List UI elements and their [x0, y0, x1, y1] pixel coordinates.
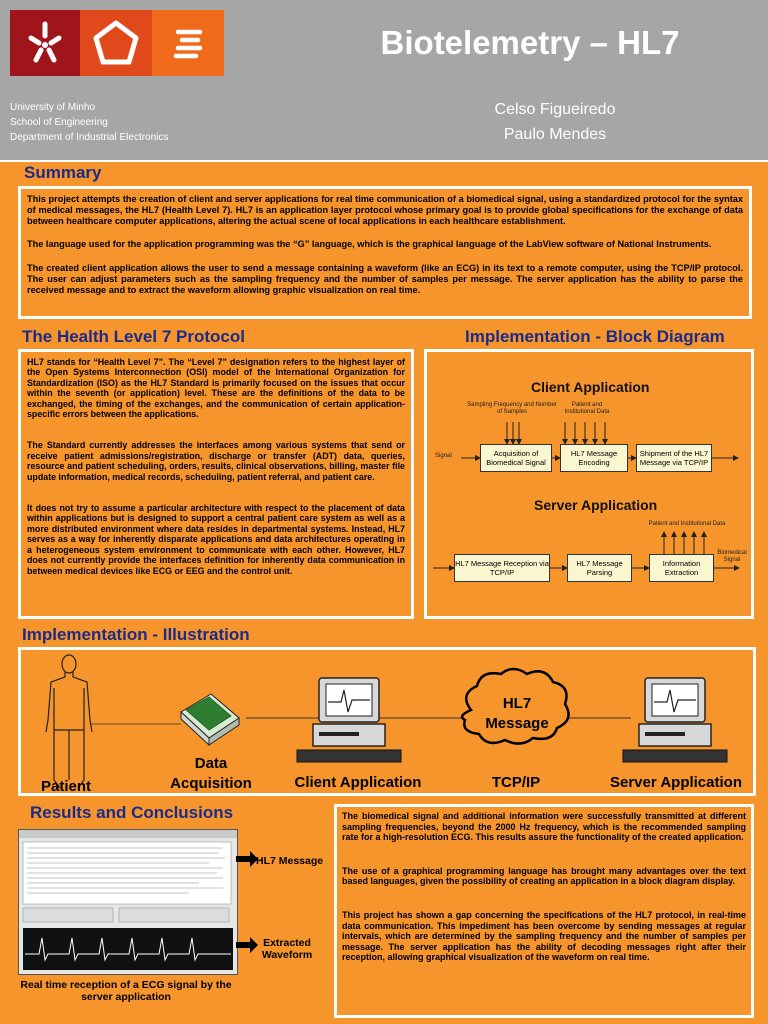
block-diagram-arrows: [433, 422, 740, 571]
cloud-text: HL7 Message: [485, 695, 549, 732]
results-paragraph: This project has shown a gap concerning …: [342, 909, 746, 963]
summary-paragraph: This project attempts the creation of cl…: [27, 194, 743, 226]
patient-figure-icon: [45, 654, 93, 789]
poster-title: Biotelemetry – HL7: [380, 24, 680, 61]
hl7-paragraph: The Standard currently addresses the int…: [27, 440, 405, 482]
affiliation-department: Department of Industrial Electronics: [10, 132, 169, 143]
results-box: The biomedical signal and additional inf…: [334, 804, 754, 1018]
results-text: The biomedical signal and additional inf…: [342, 811, 746, 963]
label-server-application: Server Application: [610, 774, 742, 791]
extracted-waveform-label: Extracted Waveform: [261, 937, 313, 961]
author-2: Paulo Mendes: [503, 126, 607, 143]
summary-title: Summary: [24, 163, 102, 182]
university-logo-icon: [10, 10, 80, 76]
hl7-section-title: The Health Level 7 Protocol: [22, 327, 245, 346]
label-data-acquisition: Data Acquisition: [170, 755, 252, 792]
labview-screenshot: [18, 829, 238, 975]
poster-header: Biotelemetry – HL7 University of Minho S…: [0, 0, 768, 162]
label-tcpip: TCP/IP: [491, 774, 541, 791]
hl7-paragraph: It does not try to assume a particular a…: [27, 503, 405, 576]
engineering-logo-icon: [80, 10, 152, 76]
affiliation-school: School of Engineering: [10, 117, 108, 128]
block-diagram-title: Implementation - Block Diagram: [465, 327, 725, 346]
server-application-heading: Server Application: [534, 497, 658, 513]
illustration-title: Implementation - Illustration: [22, 625, 250, 644]
illustration-box: HL7 Message Patient Data Acquisition Cli…: [18, 647, 756, 796]
hl7-text: HL7 stands for “Health Level 7”. The “Le…: [27, 357, 405, 576]
signal-label: Signal: [435, 453, 452, 459]
affiliation-university: University of Minho: [10, 102, 96, 113]
hl7-paragraph: HL7 stands for “Health Level 7”. The “Le…: [27, 357, 405, 420]
labview-screenshot-graphic: [19, 830, 237, 970]
sampling-label: Sampling Frequency and Number of Samples: [467, 402, 557, 415]
summary-text: This project attempts the creation of cl…: [27, 194, 743, 296]
hl7-message-label: HL7 Message: [256, 855, 324, 867]
daq-device-icon: [180, 693, 240, 747]
results-paragraph: The use of a graphical programming langu…: [342, 865, 746, 887]
author-1: Celso Figueiredo: [494, 101, 616, 118]
results-arrows: [236, 851, 258, 953]
summary-box: This project attempts the creation of cl…: [18, 186, 752, 319]
results-paragraph: The biomedical signal and additional inf…: [342, 811, 746, 843]
summary-paragraph: The created client application allows th…: [27, 263, 743, 295]
electronics-logo-icon: [152, 10, 224, 76]
label-patient: Patient: [41, 778, 92, 795]
summary-paragraph: The language used for the application pr…: [27, 239, 712, 250]
block-acquisition: Acquisition of Biomedical Signal: [480, 444, 552, 472]
hl7-cloud-icon: [460, 667, 570, 745]
results-title: Results and Conclusions: [30, 803, 234, 822]
block-information-extraction: Information Extraction: [649, 554, 714, 582]
block-hl7-parsing: HL7 Message Parsing: [567, 554, 632, 582]
patient-data-client-label: Patient and Institutional Data: [564, 402, 610, 415]
label-client-application: Client Application: [294, 774, 422, 791]
patient-data-server-label: Patient and Institutional Data: [648, 521, 726, 527]
results-caption: Real time reception of a ECG signal by t…: [20, 979, 232, 1003]
client-computer-icon: [296, 677, 402, 763]
block-hl7-reception: HL7 Message Reception via TCP/IP: [454, 554, 550, 582]
block-diagram-box: Client Application Sampling Frequency an…: [424, 349, 754, 619]
biomedical-signal-label: Biomedical Signal: [717, 550, 747, 563]
client-application-heading: Client Application: [531, 379, 650, 395]
block-hl7-encoding: HL7 Message Encoding: [560, 444, 628, 472]
server-computer-icon: [622, 677, 728, 763]
block-shipment-tcpip: Shipment of the HL7 Message via TCP/IP: [636, 444, 712, 472]
hl7-box: HL7 stands for “Health Level 7”. The “Le…: [18, 349, 414, 619]
illustration-graphic: [45, 654, 728, 789]
